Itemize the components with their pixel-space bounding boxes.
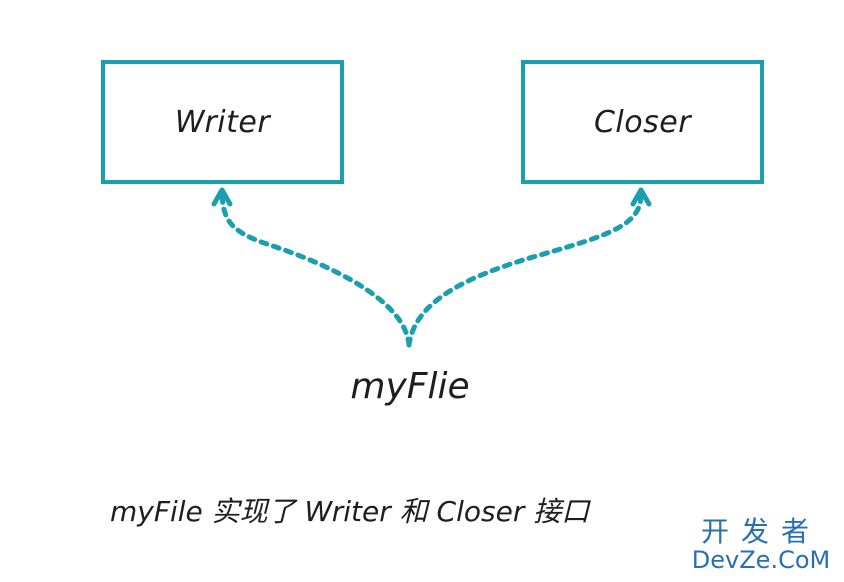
diagram-caption: myFile 实现了 Writer 和 Closer 接口 <box>110 495 590 528</box>
watermark-en-text: DevZe.CoM <box>691 546 831 574</box>
arrowhead-closer <box>630 187 652 207</box>
arrowhead-writer <box>211 187 233 207</box>
closer-node: Closer <box>521 60 764 184</box>
closer-label: Closer <box>593 104 692 140</box>
watermark-cn-text: 开发者 <box>700 515 821 548</box>
watermark-logo: 开发者 DevZe.CoM <box>686 510 836 578</box>
writer-label: Writer <box>174 104 271 140</box>
myflie-label: myFlie <box>350 366 470 407</box>
arrow-myflie-to-writer <box>219 193 412 348</box>
arrow-myflie-to-closer <box>406 193 644 348</box>
writer-node: Writer <box>101 60 344 184</box>
